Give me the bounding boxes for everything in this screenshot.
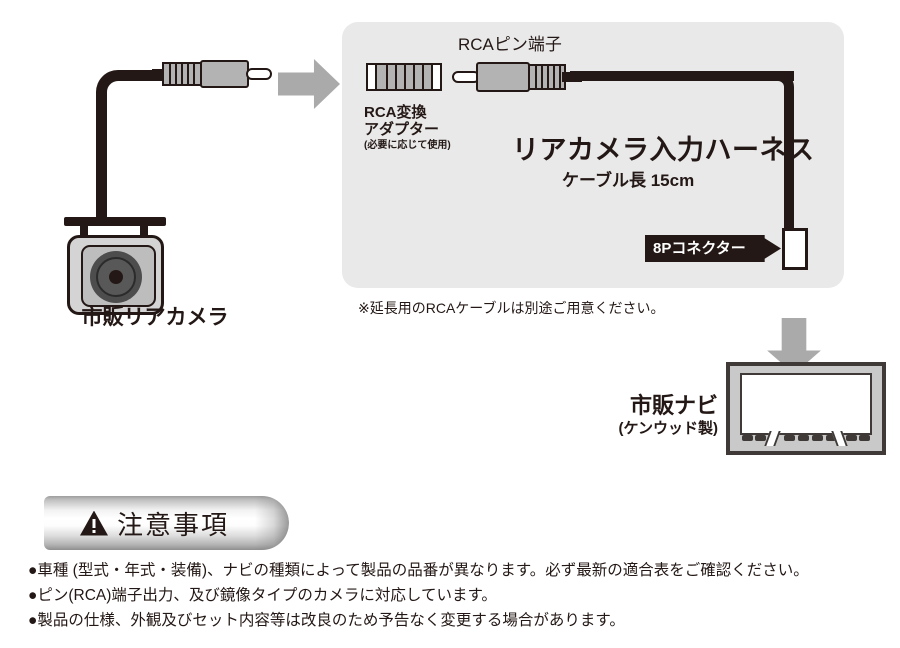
rca-adapter-line2: アダプター xyxy=(364,121,440,139)
product-subtitle: ケーブル長 15cm xyxy=(562,171,695,190)
navigation-key xyxy=(812,435,823,441)
navigation-panel-divider-left xyxy=(764,431,781,446)
harness-rca-plug-icon xyxy=(452,62,582,92)
car-navigation-icon xyxy=(726,362,886,455)
camera-cable-icon xyxy=(96,70,188,225)
caution-note-item: ●ピン(RCA)端子出力、及び鏡像タイプのカメラに対応しています。 xyxy=(28,587,497,605)
navigation-screen xyxy=(740,373,872,435)
caution-note-item: ●製品の仕様、外観及びセット内容等は改良のため予告なく変更する場合があります。 xyxy=(28,612,625,630)
rca-adapter-sublabel: (必要に応じて使用) xyxy=(364,139,451,151)
rca-adapter-line1: RCA変換 xyxy=(364,104,427,121)
navigation-caption-sub: (ケンウッド製) xyxy=(618,420,718,437)
caution-title: 注意事項 xyxy=(116,509,229,540)
navigation-unit-illustration: 市販ナビ (ケンウッド製) xyxy=(600,362,890,472)
camera-bracket-leg-right xyxy=(140,224,148,240)
camera-lens-icon xyxy=(96,257,136,297)
rca-adapter-icon xyxy=(366,63,442,91)
rca-extension-note: ※延長用のRCAケーブルは別途ご用意ください。 xyxy=(358,300,665,316)
navigation-key xyxy=(784,435,795,441)
warning-triangle-icon xyxy=(79,510,108,536)
caution-notes-list: ●車種 (型式・年式・装備)、ナビの種類によって製品の品番が異なります。必ず最新… xyxy=(28,558,878,633)
navigation-button-row xyxy=(738,431,874,446)
rear-camera-caption: 市販リアカメラ xyxy=(81,306,229,329)
navigation-key xyxy=(742,435,753,441)
navigation-key xyxy=(826,435,837,441)
banner-end-cap xyxy=(255,496,289,550)
camera-rca-plug-icon xyxy=(152,60,272,88)
rca-terminal-label: RCAピン端子 xyxy=(458,35,562,54)
navigation-key xyxy=(755,435,766,441)
navigation-caption-main: 市販ナビ xyxy=(629,393,718,418)
connector-callout-label: 8Pコネクター xyxy=(645,235,781,262)
harness-cable-horizontal xyxy=(570,71,794,81)
navigation-key xyxy=(859,435,870,441)
camera-bracket-icon xyxy=(64,217,166,226)
navigation-key xyxy=(798,435,809,441)
camera-bracket-leg-left xyxy=(80,224,88,240)
rca-adapter-caption: RCA変換 アダプター (必要に応じて使用) xyxy=(364,104,484,151)
arrow-right-icon xyxy=(278,59,340,109)
camera-lens-aperture xyxy=(109,270,123,284)
rear-camera-illustration: 市販リアカメラ xyxy=(40,45,272,329)
harness-cable-vertical xyxy=(784,92,794,229)
8p-connector-icon xyxy=(782,228,808,270)
product-title: リアカメラ入力ハーネス xyxy=(512,135,815,165)
caution-note-item: ●車種 (型式・年式・装備)、ナビの種類によって製品の品番が異なります。必ず最新… xyxy=(28,562,809,579)
navigation-key xyxy=(846,435,857,441)
harness-cable-corner xyxy=(770,71,794,97)
camera-housing xyxy=(67,235,164,315)
caution-banner: 注意事項 xyxy=(44,496,289,550)
